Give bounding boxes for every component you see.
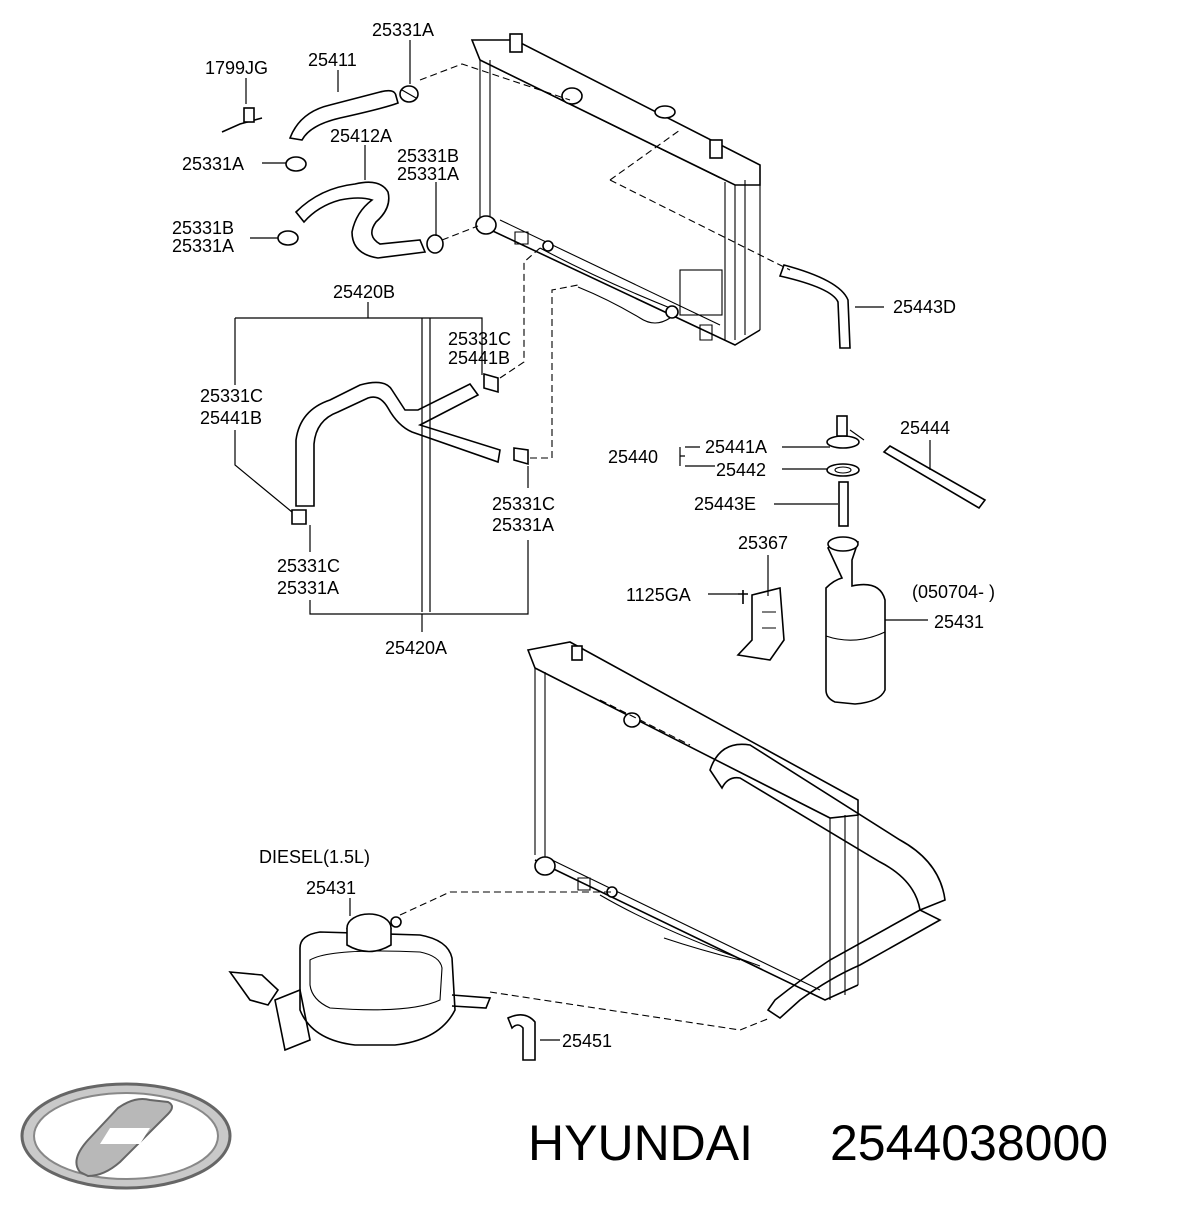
- label-25440: 25440: [608, 447, 658, 467]
- clamp-1799jg: [221, 107, 263, 133]
- clamp-25331c-lower-right: [513, 447, 529, 466]
- label-25331c-upper-right: 25331C: [448, 329, 511, 349]
- hose-25443e: [838, 481, 849, 527]
- clamp-25331c-upper-right: [483, 372, 499, 394]
- hose-25420: [295, 381, 501, 507]
- label-25451: 25451: [562, 1031, 612, 1051]
- label-25443d: 25443D: [893, 297, 956, 317]
- label-25442: 25442: [716, 460, 766, 480]
- label-25331a-top: 25331A: [372, 20, 434, 40]
- label-050704: (050704- ): [912, 582, 995, 602]
- label-25441a: 25441A: [705, 437, 767, 457]
- hose-lower-long: [709, 743, 946, 1020]
- label-25331a-lower-right: 25331A: [492, 515, 554, 535]
- cap-25441a: [826, 415, 865, 449]
- label-25412a: 25412A: [330, 126, 392, 146]
- label-25444: 25444: [900, 418, 950, 438]
- label-25431-diesel: 25431: [306, 878, 356, 898]
- clamp-25331b-right: [426, 234, 444, 254]
- bracket-25367: [736, 586, 785, 661]
- label-25431-top: 25431: [934, 612, 984, 632]
- clamp-25331a-hose1: [285, 156, 307, 172]
- label-25331b-right: 25331B: [397, 146, 459, 166]
- label-25331c-lower-left: 25331C: [277, 556, 340, 576]
- gasket-25442: [826, 463, 860, 477]
- label-25367: 25367: [738, 533, 788, 553]
- label-25331c-lower-right: 25331C: [492, 494, 555, 514]
- hose-25411: [288, 89, 399, 141]
- label-25420a: 25420A: [385, 638, 447, 658]
- label-25331a-hose1: 25331A: [182, 154, 244, 174]
- label-25420b: 25420B: [333, 282, 395, 302]
- clamp-25331b-left: [277, 230, 299, 246]
- hyundai-logo: [20, 1082, 232, 1190]
- hose-25443d: [778, 264, 851, 349]
- clamp-25331c-lower-left: [291, 509, 307, 525]
- hose-25451: [506, 1014, 536, 1061]
- label-diesel: DIESEL(1.5L): [259, 847, 370, 867]
- label-25331a-lower-left: 25331A: [277, 578, 339, 598]
- label-25441b-upper-left: 25441B: [200, 408, 262, 428]
- label-25331a-right: 25331A: [397, 164, 459, 184]
- part-number: 2544038000: [830, 1115, 1108, 1171]
- hose-25444: [882, 445, 987, 510]
- radiator-lower: [526, 641, 859, 1001]
- hose-25412a: [294, 181, 427, 259]
- clamp-25331a-top: [399, 85, 419, 103]
- label-25331b-left: 25331B: [172, 218, 234, 238]
- reservoir-25431-diesel: [228, 913, 492, 1052]
- label-25331a-left: 25331A: [172, 236, 234, 256]
- radiator-upper: [470, 33, 761, 346]
- label-25443e: 25443E: [694, 494, 756, 514]
- bolt-1125ga: [738, 590, 748, 604]
- part-labels: 1799JG 25411 25331A 25331A 25412A 25331B…: [172, 20, 995, 1051]
- label-25411: 25411: [308, 50, 357, 70]
- label-1125ga: 1125GA: [626, 585, 691, 605]
- label-1799jg: 1799JG: [205, 58, 268, 78]
- label-25331c-upper-left: 25331C: [200, 386, 263, 406]
- brand-name: HYUNDAI: [528, 1115, 753, 1171]
- label-25441b-upper-right: 25441B: [448, 348, 510, 368]
- reservoir-25431-top: [825, 536, 886, 705]
